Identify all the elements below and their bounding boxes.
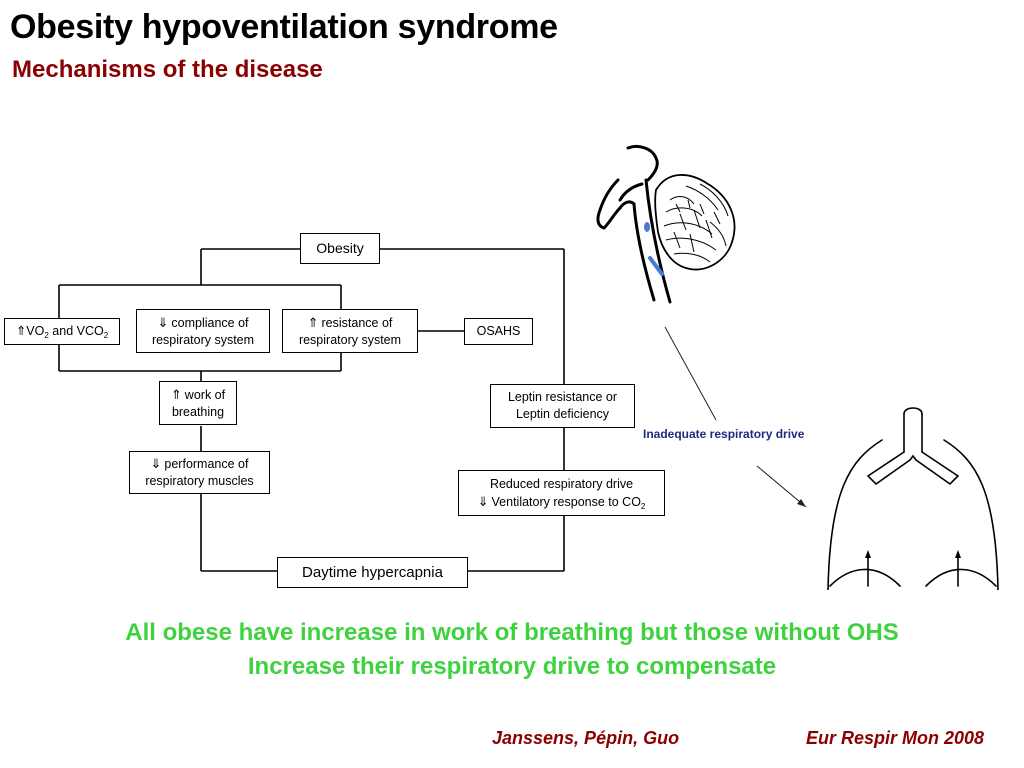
vco2-label: and VCO (48, 324, 104, 338)
conclusion-line-2: Increase their respiratory drive to comp… (247, 653, 777, 680)
drive-pointer-arrow (756, 465, 807, 508)
leptin-line-1: Leptin resistance or (507, 390, 618, 404)
perf-text-1: performance of (164, 457, 249, 471)
compliance-line-2: respiratory system (151, 332, 255, 347)
reduced-drive-box: Reduced respiratory drive ⇓Ventilatory r… (458, 470, 665, 516)
down-arrow-icon: ⇓ (157, 314, 169, 330)
citation-authors: Janssens, Pépin, Guo (492, 728, 680, 748)
vco2-subscript: 2 (103, 331, 109, 340)
hypercapnia-label: Daytime hypercapnia (302, 564, 443, 581)
reduced-line-1: Reduced respiratory drive (489, 476, 634, 491)
oxygen-consumption-box: ⇑VO2 and VCO2 (4, 318, 120, 345)
up-arrow-icon: ⇑ (170, 386, 182, 402)
obesity-label: Obesity (316, 240, 364, 256)
vo2-label: ⇑VO (15, 324, 45, 338)
down-arrow-icon: ⇓ (150, 456, 162, 471)
page-subtitle: Mechanisms of the disease (12, 56, 323, 83)
osahs-label: OSAHS (476, 324, 521, 338)
conclusion-line-1: All obese have increase in work of breat… (125, 619, 899, 646)
conclusion-text: All obese have increase in work of breat… (0, 616, 1024, 684)
resistance-line-1: ⇑resistance of (308, 314, 393, 332)
compliance-text-1: compliance of (171, 315, 249, 330)
leptin-line-2: Leptin deficiency (515, 407, 610, 421)
work-of-breathing-box: ⇑work of breathing (159, 381, 237, 425)
wob-text-1: work of (184, 387, 226, 402)
reduced-text-2: Ventilatory response to CO (491, 494, 641, 509)
hypercapnia-box: Daytime hypercapnia (277, 557, 468, 588)
citation-journal: Eur Respir Mon 2008 (806, 728, 985, 748)
down-arrow-icon: ⇓ (477, 493, 489, 509)
wob-line-2: breathing (171, 404, 225, 419)
vo2-subscript: 2 (44, 331, 49, 340)
co2-subscript: 2 (640, 501, 646, 511)
compliance-box: ⇓compliance of respiratory system (136, 309, 270, 353)
resistance-line-2: respiratory system (298, 332, 402, 347)
drive-pointer-line (664, 326, 717, 421)
resistance-box: ⇑resistance of respiratory system (282, 309, 418, 353)
reduced-line-2: ⇓Ventilatory response to CO2 (478, 493, 646, 511)
perf-line-1: ⇓performance of (151, 455, 249, 473)
up-arrow-icon: ⇑ (307, 314, 319, 330)
perf-line-2: respiratory muscles (145, 474, 254, 488)
thorax-lungs-icon (827, 407, 999, 590)
leptin-box: Leptin resistance or Leptin deficiency (490, 384, 635, 428)
wob-line-1: ⇑work of (171, 386, 225, 404)
muscle-performance-box: ⇓performance of respiratory muscles (129, 451, 270, 494)
obesity-box: Obesity (300, 233, 380, 264)
oxygen-consumption-label: ⇑VO2 and VCO2 (16, 323, 108, 340)
page-title: Obesity hypoventilation syndrome (10, 8, 558, 46)
respiratory-drive-label: Inadequate respiratory drive (643, 427, 805, 441)
brainstem-icon (596, 144, 736, 304)
osahs-box: OSAHS (464, 318, 533, 345)
compliance-line-1: ⇓compliance of (157, 314, 248, 332)
resistance-text-1: resistance of (321, 315, 393, 330)
